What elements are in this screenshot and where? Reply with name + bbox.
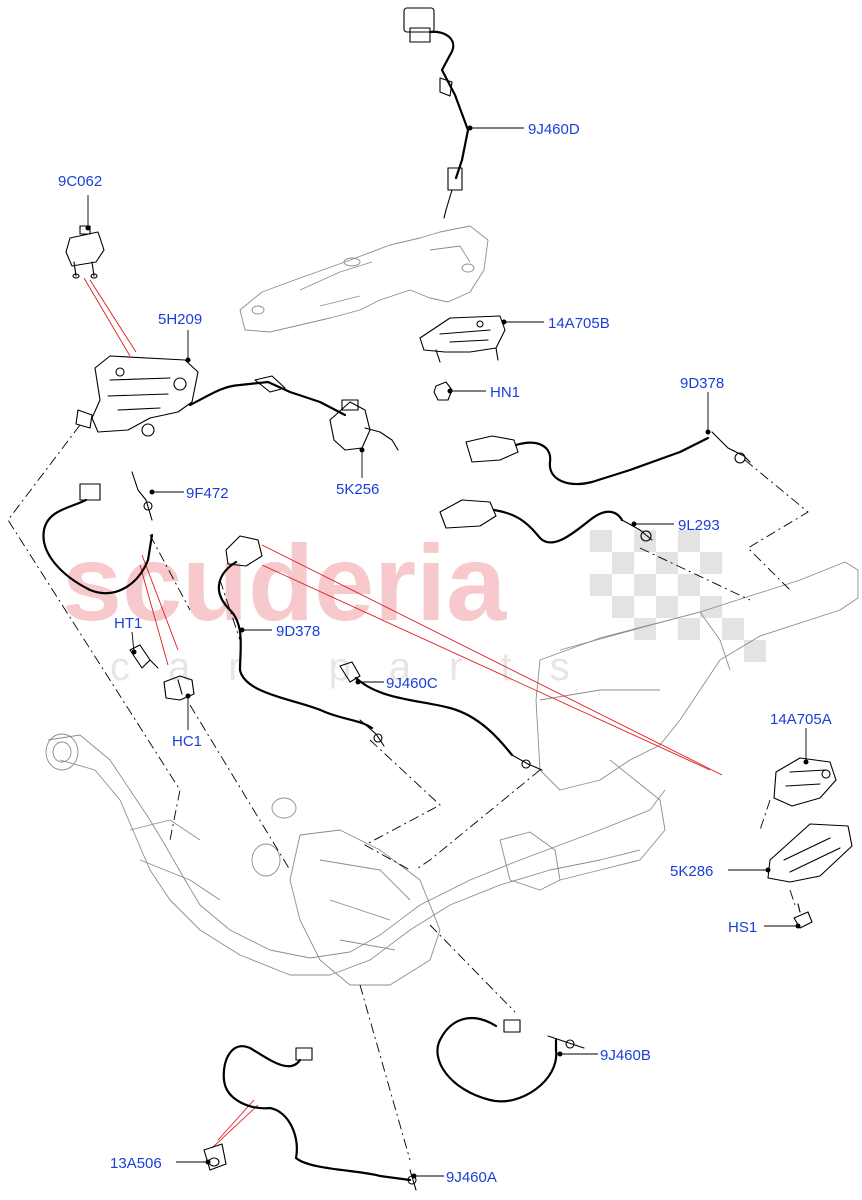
callout-HC1: HC1	[172, 693, 202, 750]
callout-5H209: 5H209	[158, 311, 202, 363]
red-reference-lines	[83, 277, 723, 1149]
callout-9J460C: 9J460C	[355, 675, 438, 692]
connector-13A506	[203, 1143, 227, 1171]
callout-9C062: 9C062	[58, 173, 102, 231]
bracket-14A705B	[419, 315, 506, 363]
label-HN1: HN1	[490, 384, 520, 401]
callout-HN1: HN1	[447, 384, 520, 401]
sensor-9L293	[439, 499, 653, 544]
callout-9J460B: 9J460B	[557, 1047, 651, 1064]
sensor-9J460B	[436, 1016, 585, 1103]
callout-9F472: 9F472	[149, 485, 229, 502]
sensor-9J460C	[339, 661, 543, 771]
sensor-9F472	[42, 471, 154, 595]
label-9C062: 9C062	[58, 173, 102, 190]
watermark-subtitle: car parts	[110, 645, 608, 689]
callout-14A705B: 14A705B	[501, 315, 610, 332]
label-5H209: 5H209	[158, 311, 202, 328]
pressure-sensor-9C062	[65, 225, 105, 279]
checkered-flag-icon	[590, 530, 766, 662]
front-pipe-assembly	[45, 733, 666, 986]
watermark-brand: scuderia	[62, 522, 507, 643]
bracket-5H209	[75, 355, 347, 437]
label-9D378-top: 9D378	[680, 375, 724, 392]
label-9J460D: 9J460D	[528, 121, 580, 138]
callout-9L293: 9L293	[631, 517, 720, 534]
callout-HS1: HS1	[728, 919, 801, 936]
callout-13A506: 13A506	[110, 1155, 211, 1172]
nox-sensor-9D378-top	[465, 431, 751, 486]
label-5K286: 5K286	[670, 863, 713, 880]
label-9J460A: 9J460A	[446, 1169, 497, 1186]
label-14A705B: 14A705B	[548, 315, 610, 332]
callout-9D378-top: 9D378	[680, 375, 724, 435]
label-5K256: 5K256	[336, 481, 379, 498]
fitting-HT1	[129, 644, 159, 669]
rear-silencer	[535, 561, 859, 881]
label-9L293: 9L293	[678, 517, 720, 534]
callout-9J460A: 9J460A	[411, 1169, 497, 1186]
exhaust-manifold-heatshield	[239, 225, 489, 333]
nox-sensor-9D378-mid	[217, 535, 385, 747]
label-HS1: HS1	[728, 919, 757, 936]
dash-dot-leaders	[7, 424, 809, 1161]
label-9J460C: 9J460C	[386, 675, 438, 692]
heatshield-5K286	[767, 823, 853, 883]
callout-5K286: 5K286	[670, 863, 771, 880]
callout-5K256: 5K256	[336, 447, 379, 498]
bracket-14A705A	[773, 757, 837, 807]
label-HT1: HT1	[114, 615, 142, 632]
sensor-9J460A	[222, 1045, 417, 1191]
watermark: scuderia car parts	[62, 522, 766, 689]
callout-9D378-mid: 9D378	[239, 623, 320, 640]
label-13A506: 13A506	[110, 1155, 162, 1172]
label-9J460B: 9J460B	[600, 1047, 651, 1064]
label-14A705A: 14A705A	[770, 711, 832, 728]
clip-HC1	[163, 675, 195, 701]
label-9D378-mid: 9D378	[276, 623, 320, 640]
callout-14A705A: 14A705A	[770, 711, 832, 765]
sensor-9J460D	[403, 7, 470, 219]
bracket-5K256	[329, 399, 399, 451]
callout-HT1: HT1	[114, 615, 142, 655]
nut-HN1	[433, 381, 453, 401]
label-9F472: 9F472	[186, 485, 229, 502]
callout-9J460D: 9J460D	[467, 121, 580, 138]
label-HC1: HC1	[172, 733, 202, 750]
